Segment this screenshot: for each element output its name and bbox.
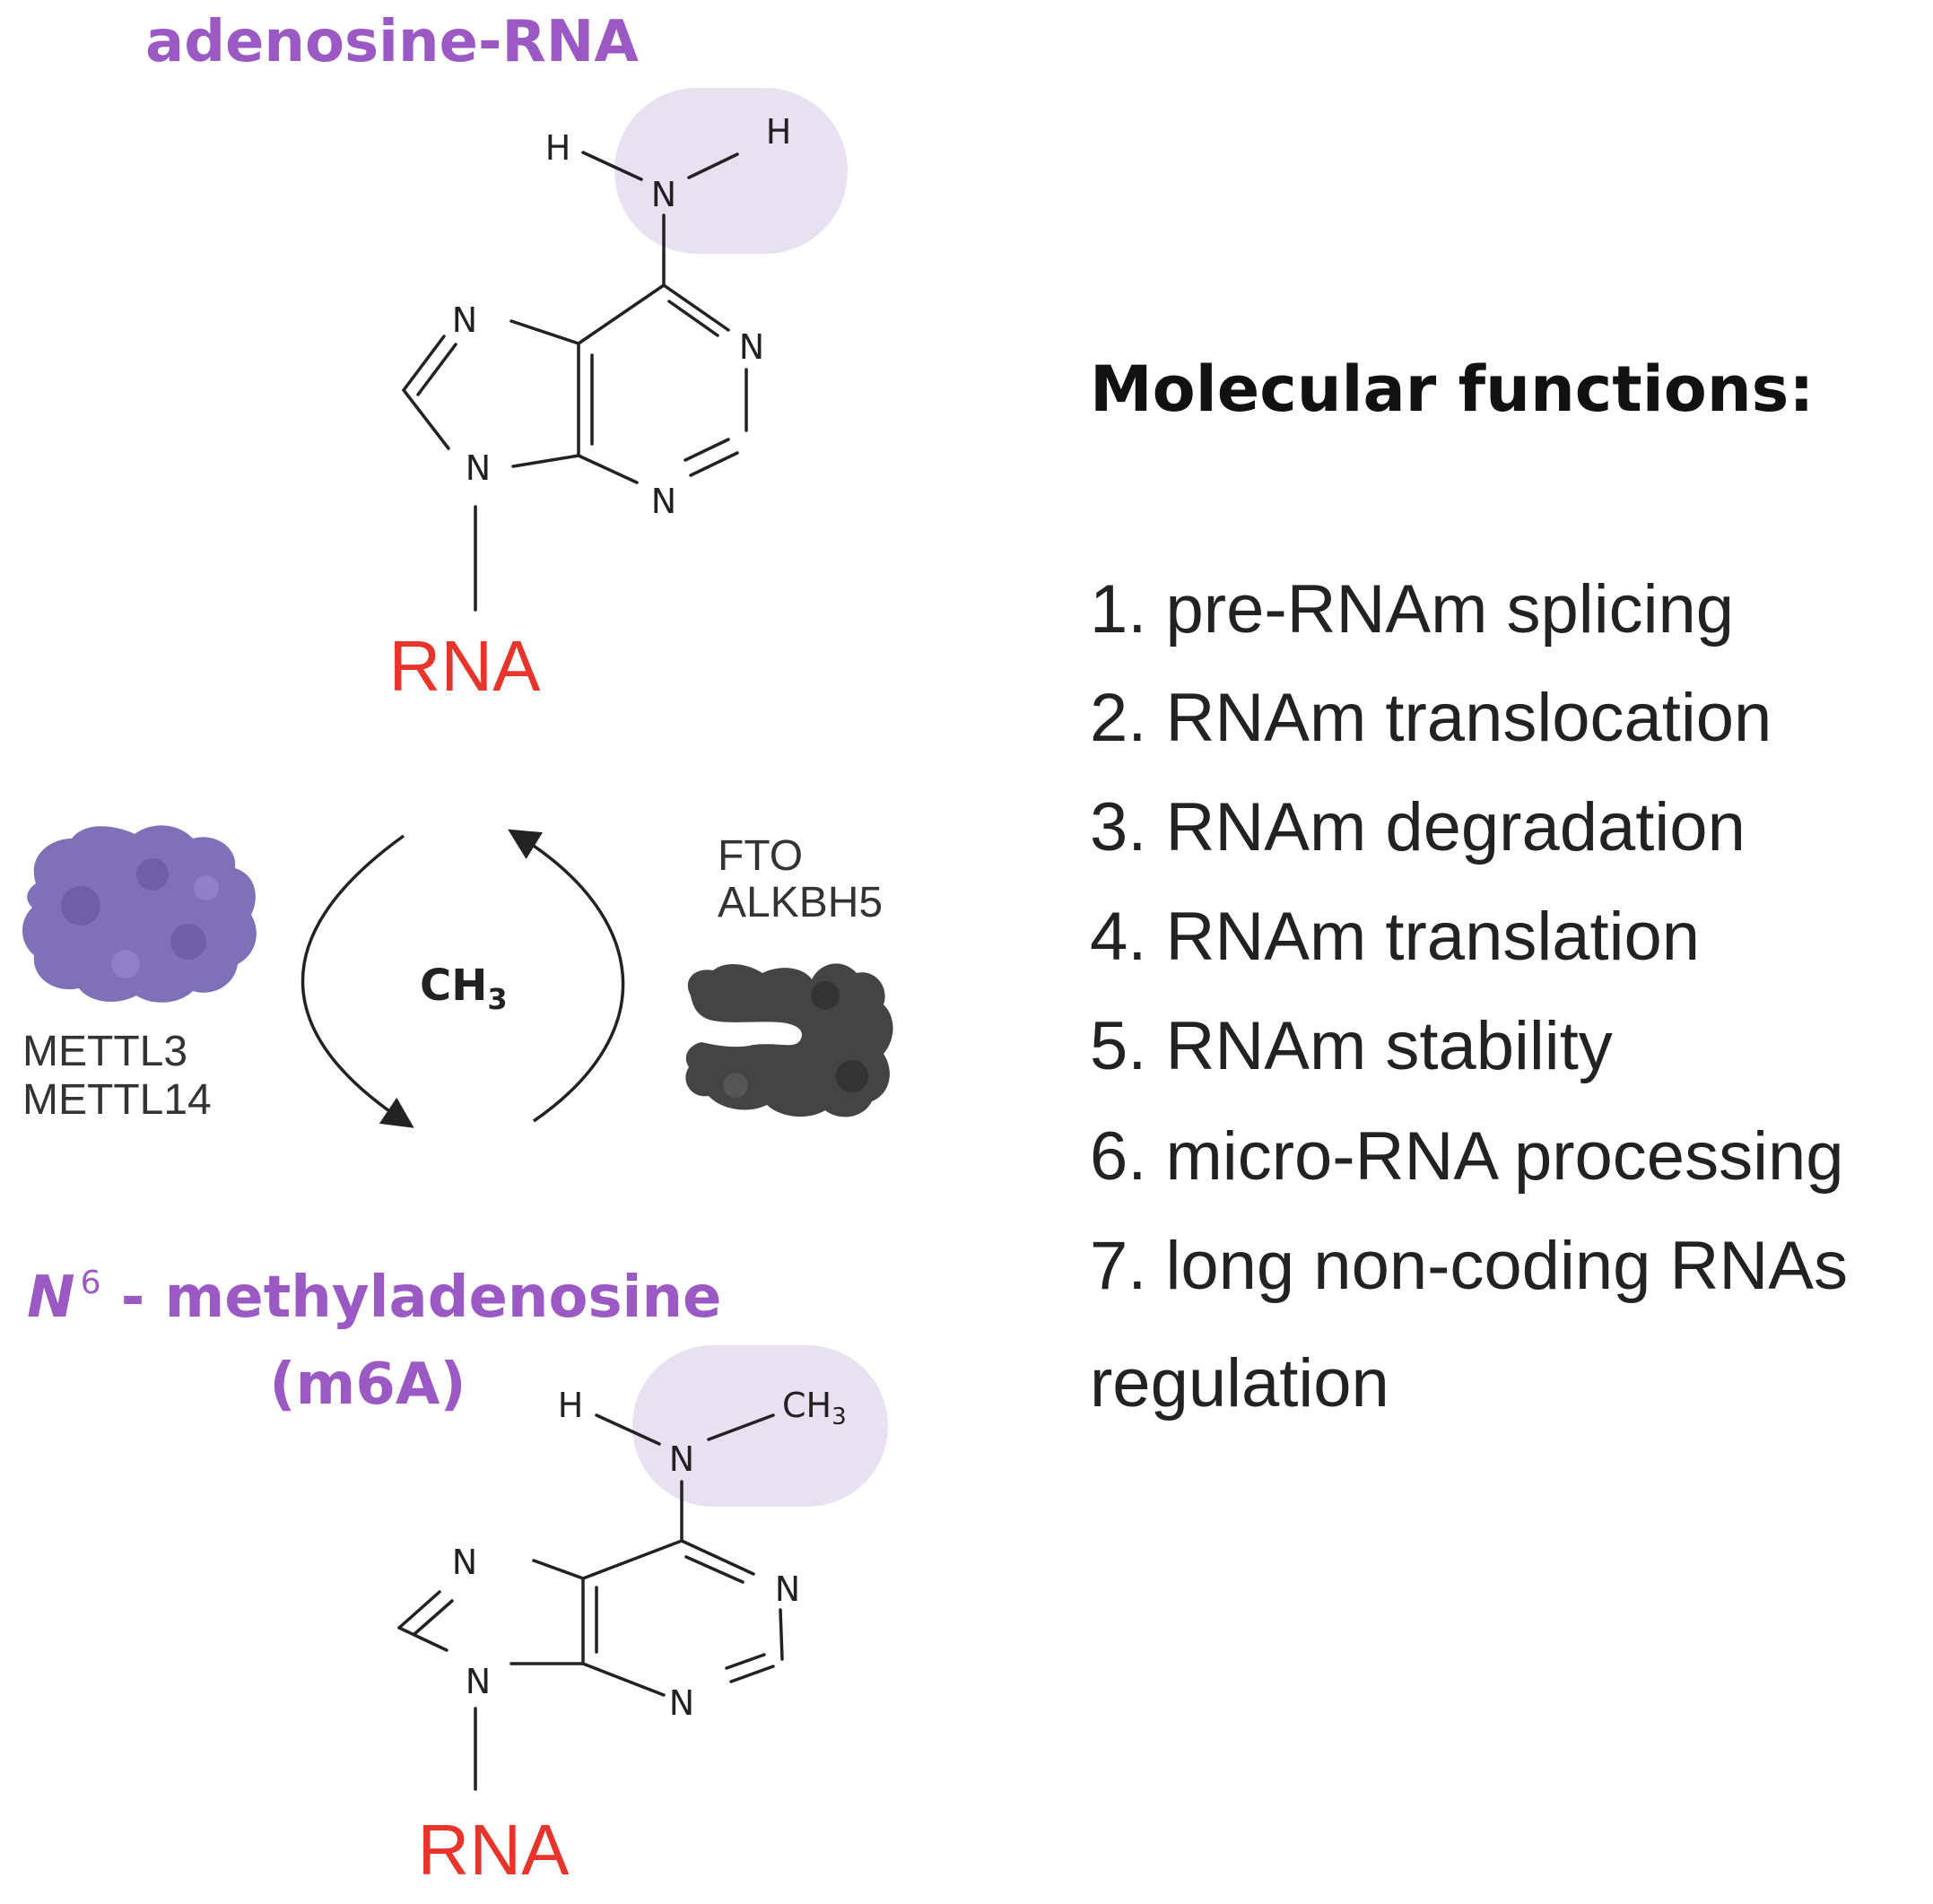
bond bbox=[725, 1653, 766, 1670]
bond bbox=[511, 454, 580, 468]
bond bbox=[581, 151, 643, 181]
methylation-arrow bbox=[300, 834, 414, 1128]
bond bbox=[413, 1599, 454, 1636]
function-item: 4. RNAm translation bbox=[1090, 899, 1700, 975]
bond bbox=[687, 152, 739, 179]
demethylation-arrow bbox=[508, 829, 625, 1123]
bond bbox=[577, 283, 666, 345]
bond bbox=[397, 1626, 448, 1652]
bond bbox=[684, 1555, 744, 1584]
m6a-title-abbrev: (m6A) bbox=[269, 1352, 466, 1418]
atom-h: H bbox=[545, 128, 571, 168]
atom-n: N bbox=[452, 300, 477, 340]
function-item: 1. pre-RNAm splicing bbox=[1090, 571, 1734, 648]
amine-highlight bbox=[632, 1345, 888, 1507]
bond bbox=[416, 343, 457, 396]
function-item: 2. RNAm translocation bbox=[1090, 680, 1772, 756]
bond bbox=[667, 300, 719, 337]
bond bbox=[707, 1413, 775, 1441]
function-item: 5. RNAm stability bbox=[1090, 1008, 1613, 1084]
amine-highlight bbox=[614, 88, 848, 254]
protein-blob-icon bbox=[685, 963, 893, 1117]
bond bbox=[689, 451, 739, 477]
atom-n: N bbox=[669, 1439, 694, 1479]
bond bbox=[729, 1665, 775, 1683]
bond bbox=[779, 1608, 784, 1661]
adenosine-title: adenosine-RNA bbox=[145, 9, 639, 75]
bond bbox=[532, 1559, 585, 1580]
function-item: regulation bbox=[1090, 1345, 1389, 1421]
eraser-enzyme-1: FTO bbox=[718, 832, 803, 880]
function-item: 3. RNAm degradation bbox=[1090, 789, 1746, 865]
atom-n: N bbox=[775, 1569, 800, 1609]
atom-n: N bbox=[466, 1662, 491, 1701]
bond bbox=[402, 335, 446, 392]
rna-label: RNA bbox=[389, 626, 542, 706]
atom-n: N bbox=[466, 448, 491, 488]
atom-ch3: CH3 bbox=[782, 1386, 847, 1430]
atom-n: N bbox=[651, 175, 676, 214]
adenosine-molecule: adenosine-RNA H N H N N N N RNA bbox=[145, 9, 848, 706]
protein-blob-icon bbox=[22, 825, 257, 1003]
bond bbox=[509, 319, 580, 345]
function-item: 6. micro-RNA processing bbox=[1090, 1118, 1844, 1195]
atom-n: N bbox=[669, 1683, 694, 1723]
methylation-cycle: METTL3 METTL14 CH3 FTO ALKBH5 bbox=[22, 825, 893, 1128]
atom-n: N bbox=[452, 1543, 477, 1582]
bond bbox=[595, 1413, 661, 1446]
bond bbox=[662, 283, 730, 332]
atom-n: N bbox=[739, 327, 764, 367]
bond bbox=[402, 388, 450, 450]
rna-label: RNA bbox=[418, 1810, 570, 1890]
atom-h: H bbox=[766, 112, 792, 152]
bond bbox=[581, 1539, 684, 1580]
functions-heading: Molecular functions: bbox=[1090, 352, 1814, 426]
eraser-enzyme-2: ALKBH5 bbox=[718, 879, 883, 926]
bond bbox=[577, 454, 639, 484]
bond bbox=[397, 1590, 441, 1630]
writer-enzyme-1: METTL3 bbox=[22, 1028, 187, 1075]
functions-panel: Molecular functions: 1. pre-RNAm splicin… bbox=[1090, 352, 1848, 1421]
bond bbox=[684, 438, 730, 462]
atom-n: N bbox=[651, 482, 676, 521]
bond bbox=[581, 1662, 666, 1697]
atom-h: H bbox=[558, 1386, 584, 1425]
methyl-group-label: CH3 bbox=[420, 961, 508, 1016]
function-item: 7. long non-coding RNAs bbox=[1090, 1228, 1848, 1304]
bond bbox=[680, 1539, 755, 1576]
writer-enzyme-2: METTL14 bbox=[22, 1076, 212, 1124]
